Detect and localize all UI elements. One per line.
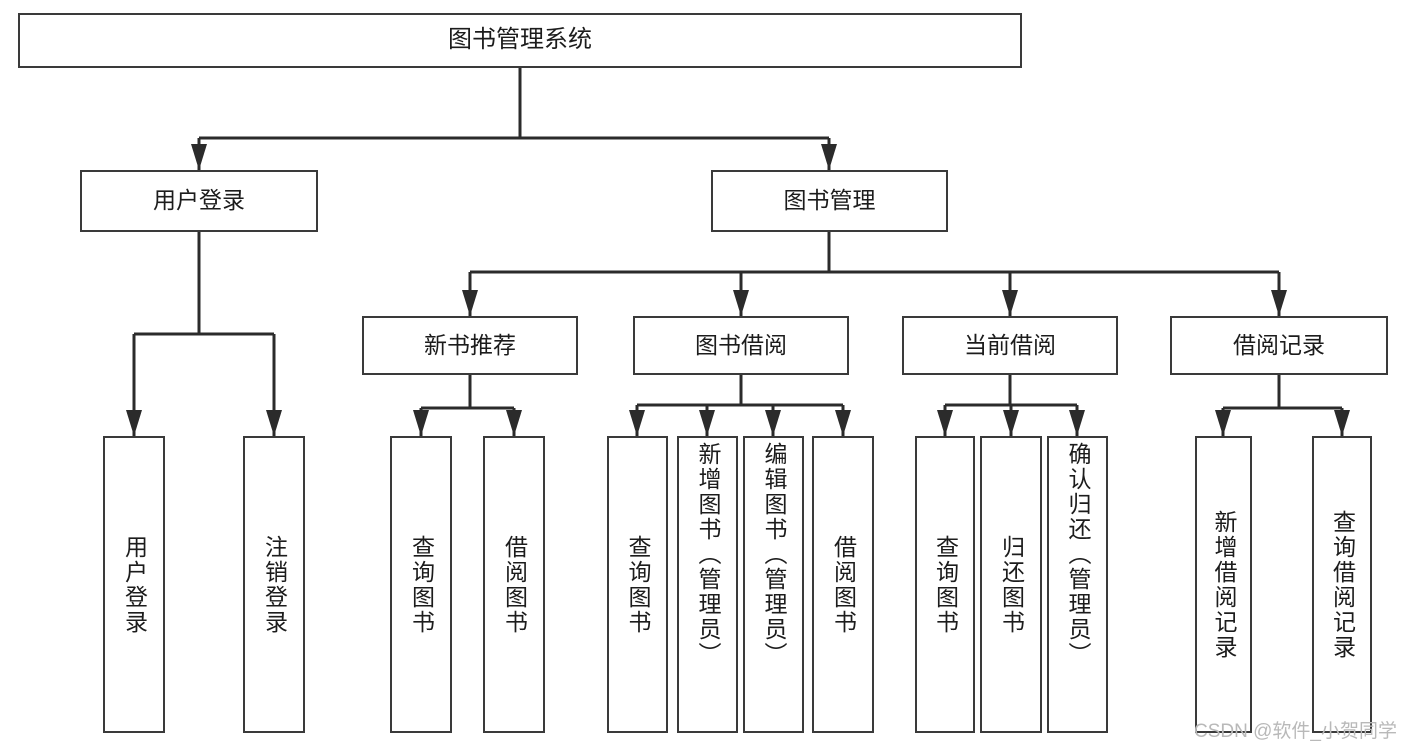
leaf-edit-book-admin[interactable]: 编辑图书（管理员） bbox=[743, 436, 804, 733]
leaf-confirm-return-admin[interactable]: 确认归还（管理员） bbox=[1047, 436, 1108, 733]
leaf-add-book-admin[interactable]: 新增图书（管理员） bbox=[677, 436, 738, 733]
node-new-book-recommend[interactable]: 新书推荐 bbox=[362, 316, 578, 375]
node-book-borrow[interactable]: 图书借阅 bbox=[633, 316, 849, 375]
node-root-label: 图书管理系统 bbox=[448, 26, 592, 54]
leaf-add-borrow-record[interactable]: 新增借阅记录 bbox=[1195, 436, 1252, 733]
node-book-manage[interactable]: 图书管理 bbox=[711, 170, 948, 232]
node-book-manage-label: 图书管理 bbox=[783, 187, 876, 214]
node-root[interactable]: 图书管理系统 bbox=[18, 13, 1022, 68]
leaf-logout[interactable]: 注销登录 bbox=[243, 436, 305, 733]
leaf-add-borrow-record-label: 新增借阅记录 bbox=[1211, 509, 1237, 660]
leaf-query-book-1[interactable]: 查询图书 bbox=[390, 436, 452, 733]
node-borrow-record-label: 借阅记录 bbox=[1233, 331, 1325, 358]
leaf-query-book-2-label: 查询图书 bbox=[625, 534, 651, 635]
node-book-borrow-label: 图书借阅 bbox=[695, 331, 787, 358]
node-current-borrow[interactable]: 当前借阅 bbox=[902, 316, 1118, 375]
leaf-query-borrow-record-label: 查询借阅记录 bbox=[1329, 509, 1356, 660]
leaf-return-book[interactable]: 归还图书 bbox=[980, 436, 1042, 733]
node-user-login-label: 用户登录 bbox=[153, 187, 245, 214]
node-current-borrow-label: 当前借阅 bbox=[964, 331, 1056, 358]
node-user-login[interactable]: 用户登录 bbox=[80, 170, 318, 232]
leaf-borrow-book-1[interactable]: 借阅图书 bbox=[483, 436, 545, 733]
leaf-query-book-1-label: 查询图书 bbox=[408, 534, 435, 635]
leaf-query-borrow-record[interactable]: 查询借阅记录 bbox=[1312, 436, 1372, 733]
node-new-book-recommend-label: 新书推荐 bbox=[424, 331, 516, 358]
node-borrow-record[interactable]: 借阅记录 bbox=[1170, 316, 1388, 375]
leaf-query-book-3-label: 查询图书 bbox=[932, 534, 959, 635]
leaf-add-book-admin-label: 新增图书（管理员） bbox=[695, 442, 721, 667]
watermark: CSDN @软件_小贺同学 bbox=[1194, 721, 1397, 742]
leaf-query-book-3[interactable]: 查询图书 bbox=[915, 436, 975, 733]
leaf-edit-book-admin-label: 编辑图书（管理员） bbox=[761, 442, 787, 667]
leaf-borrow-book-2[interactable]: 借阅图书 bbox=[812, 436, 874, 733]
leaf-borrow-book-1-label: 借阅图书 bbox=[501, 534, 528, 635]
leaf-borrow-book-2-label: 借阅图书 bbox=[830, 534, 857, 635]
leaf-logout-label: 注销登录 bbox=[261, 534, 288, 635]
leaf-query-book-2[interactable]: 查询图书 bbox=[607, 436, 668, 733]
leaf-return-book-label: 归还图书 bbox=[998, 534, 1025, 635]
leaf-confirm-return-admin-label: 确认归还（管理员） bbox=[1065, 442, 1091, 667]
leaf-user-login-label: 用户登录 bbox=[121, 534, 148, 635]
leaf-user-login[interactable]: 用户登录 bbox=[103, 436, 165, 733]
